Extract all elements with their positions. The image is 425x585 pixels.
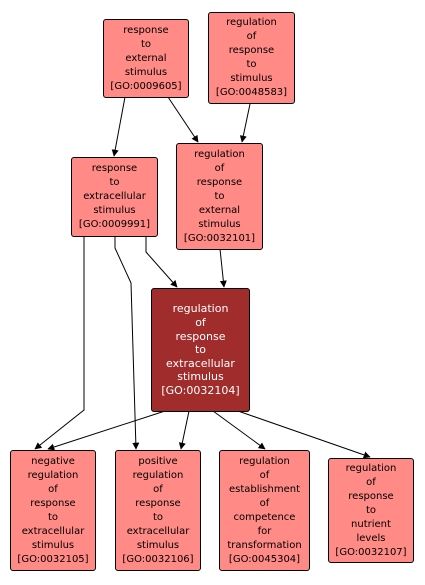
term-line: regulation — [194, 148, 245, 160]
term-line: response — [228, 45, 275, 56]
node-GO-0009605[interactable]: response to external stimulus [GO:000960… — [103, 19, 189, 98]
term-line: establishment — [228, 483, 300, 495]
term-line: negative — [31, 455, 75, 467]
go-id: [GO:0032104] — [161, 383, 240, 397]
term-line: extracellular — [126, 525, 190, 537]
edge-0032104-0032107 — [237, 410, 371, 459]
term-line: external — [198, 204, 241, 216]
term-line: competence — [233, 511, 296, 523]
go-id: [GO:0045304] — [228, 553, 301, 565]
term-line: response — [348, 490, 394, 502]
node-GO-0032104[interactable]: regulation of response to extracellular … — [151, 288, 250, 412]
term-line: to — [194, 343, 207, 357]
node-GO-0009991[interactable]: response to extracellular stimulus [GO:0… — [71, 157, 158, 237]
term-line: extracellular — [166, 356, 235, 370]
term-line: extracellular — [83, 191, 146, 202]
term-line: stimulus — [93, 205, 136, 216]
term-line: to — [246, 59, 257, 70]
term-line: nutrient — [351, 518, 391, 530]
term-line: transformation — [227, 539, 302, 551]
edge-0009605-0009991 — [111, 96, 126, 157]
edge-0032104-0032106 — [178, 410, 190, 450]
term-line: stimulus — [136, 539, 180, 551]
node-GO-0045304[interactable]: regulation of establishment of competenc… — [219, 450, 310, 571]
term-line: regulation — [132, 469, 184, 481]
term-line: response — [30, 497, 76, 509]
term-line: of — [48, 483, 58, 495]
go-id: [GO:0009991] — [78, 219, 151, 230]
node-GO-0032101[interactable]: regulation of response to external stimu… — [176, 143, 263, 250]
go-id: [GO:0009605] — [110, 80, 182, 92]
edge-0009991-0032105 — [34, 236, 85, 450]
term-line: to — [140, 38, 152, 50]
term-line: response — [135, 497, 181, 509]
term-line: response — [196, 176, 243, 188]
edge-0032101-0032104 — [219, 248, 227, 288]
term-line: to — [365, 504, 377, 516]
term-line: of — [214, 162, 225, 174]
term-line: extracellular — [21, 525, 85, 537]
term-line: to — [109, 177, 120, 188]
term-line: stimulus — [230, 73, 273, 84]
node-GO-0032106[interactable]: positive regulation of response to extra… — [115, 450, 201, 571]
term-line: of — [259, 497, 270, 509]
node-GO-0032107[interactable]: regulation of response to nutrient level… — [328, 458, 414, 563]
term-line: regulation — [172, 302, 229, 316]
term-line: regulation — [226, 17, 277, 28]
go-id: [GO:0032106] — [122, 553, 194, 565]
term-line: of — [366, 476, 376, 488]
term-line: stimulus — [31, 539, 75, 551]
term-line: stimulus — [198, 218, 241, 230]
go-id: [GO:0048583] — [215, 87, 288, 98]
go-id: [GO:0032105] — [17, 553, 89, 565]
edge-0048583-0032101 — [239, 103, 251, 143]
term-line: stimulus — [124, 66, 168, 78]
node-GO-0048583[interactable]: regulation of response to stimulus [GO:0… — [208, 12, 295, 104]
edge-0009605-0032101 — [167, 96, 199, 143]
term-line: external — [125, 52, 167, 64]
term-line: to — [214, 190, 225, 202]
term-line: to — [152, 511, 164, 523]
term-line: of — [259, 469, 270, 481]
term-line: levels — [356, 532, 386, 544]
term-line: response — [91, 163, 138, 174]
term-line: to — [47, 511, 59, 523]
term-line: response — [175, 329, 226, 343]
term-line: regulation — [239, 455, 290, 467]
edge-0009991-0032106 — [114, 236, 140, 450]
term-line: regulation — [27, 469, 79, 481]
term-line: of — [153, 483, 163, 495]
edge-0032104-0032105 — [47, 410, 166, 451]
term-line: positive — [138, 455, 178, 467]
edge-0032104-0045304 — [212, 410, 266, 450]
edge-0009991-0032104 — [145, 236, 178, 288]
node-GO-0032105[interactable]: negative regulation of response to extra… — [10, 450, 96, 571]
go-id: [GO:0032101] — [183, 232, 256, 244]
term-line: of — [246, 31, 257, 42]
term-line: stimulus — [177, 370, 224, 384]
term-line: response — [123, 24, 169, 36]
term-line: regulation — [345, 462, 397, 474]
term-line: of — [195, 316, 206, 330]
term-line: for — [257, 525, 272, 537]
go-id: [GO:0032107] — [335, 546, 407, 558]
